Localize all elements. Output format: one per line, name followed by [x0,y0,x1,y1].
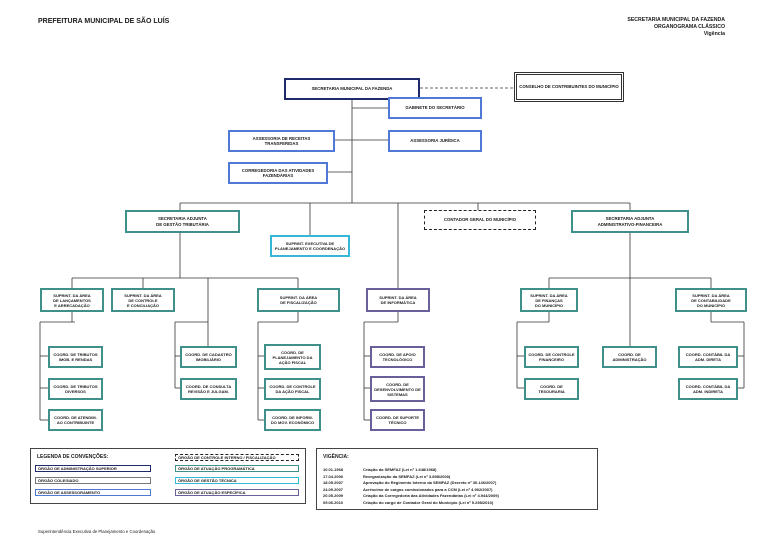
legend-title: LEGENDA DE CONVENÇÕES: [37,454,109,460]
supr-financas-box[interactable]: SUPRINT. DA ÁREA DE FINANÇAS DO MUNICÍPI… [520,288,578,312]
coord-atendim-box[interactable]: COORD. DE ATENDIM. AO CONTRIBUINTE [48,409,103,431]
legend-item-assessoramento: ÓRGÃO DE ASSESSORAMENTO [35,489,151,496]
supr-contabilidade-box[interactable]: SUPRINT. DA ÁREA DE CONTABILIDADE DO MUN… [675,288,747,312]
coord-contabil-direta-box[interactable]: COORD. CONTÁBIL DA ADM. DIRETA [678,346,738,368]
contador-geral-box[interactable]: CONTADOR GERAL DO MUNICÍPIO [424,210,536,230]
coord-tesouraria-box[interactable]: COORD. DE TESOURARIA [524,378,579,400]
coord-contabil-indireta-box[interactable]: COORD. CONTÁBIL DA ADM. INDIRETA [678,378,738,400]
adj-tributaria-box[interactable]: SECRETARIA ADJUNTA DE GESTÃO TRIBUTÁRIA [125,210,240,233]
legend-item-gestao-tecnica: ÓRGÃO DE GESTÃO TÉCNICA [175,477,299,484]
legend-item-colegiado: ÓRGÃO COLEGIADO [35,477,151,484]
supr-planejamento-box[interactable]: SUPRINT. EXECUTIVA DE PLANEJAMENTO E COO… [270,235,350,257]
supr-informatica-box[interactable]: SUPRINT. DA ÁREA DE INFORMÁTICA [366,288,430,312]
coord-planejamento-fiscal-box[interactable]: COORD. DE PLANEJAMENTO DA AÇÃO FISCAL [264,344,321,370]
header-right-line2: ORGANOGRAMA CLÁSSICO [654,24,725,30]
legend-panel: LEGENDA DE CONVENÇÕES: ÓRGÃO DE ADMINIST… [30,448,306,504]
coord-inform-econ-box[interactable]: COORD. DE INFORM. DO MOV. ECONÔMICO [264,409,321,431]
legend-item-controle-interno: ÓRGÃO DE CONTROLE INTERNO / FISCALIZAÇÃO [175,454,299,461]
corregedoria-box[interactable]: CORREGEDORIA DAS ATIVIDADES FAZENDÁRIAS [228,162,328,184]
header-right-line1: SECRETARIA MUNICIPAL DA FAZENDA [627,17,725,23]
supr-fiscalizacao-box[interactable]: SUPRINT. DA ÁREA DE FISCALIZAÇÃO [257,288,340,312]
vigencia-title: VIGÊNCIA: [323,454,349,460]
header-left-title: PREFEITURA MUNICIPAL DE SÃO LUÍS [38,18,170,25]
coord-consulta-box[interactable]: COORD. DE CONSULTA REVISÃO E JULGAM. [180,378,237,400]
secretaria-box[interactable]: SECRETARIA MUNICIPAL DA FAZENDA [284,78,420,100]
supr-controle-box[interactable]: SUPRINT. DA ÁREA DE CONTROLE E CONCILIAÇ… [111,288,175,312]
assessoria-juridica-box[interactable]: ASSESSORIA JURÍDICA [388,130,482,152]
gabinete-box[interactable]: GABINETE DO SECRETÁRIO [388,97,482,119]
assessoria-receitas-box[interactable]: ASSESSORIA DE RECEITAS TRANSFERIDAS [228,130,335,152]
footer-text: Superintendência Executiva de Planejamen… [38,529,156,534]
header-right: SECRETARIA MUNICIPAL DA FAZENDA ORGANOGR… [627,17,725,38]
coord-controle-fiscal-box[interactable]: COORD. DE CONTROLE DA AÇÃO FISCAL [264,378,321,400]
coord-apoio-box[interactable]: COORD. DE APOIO TECNOLÓGICO [370,346,425,368]
coord-tributos-div-box[interactable]: COORD. DE TRIBUTOS DIVERSOS [48,378,103,400]
coord-controle-fin-box[interactable]: COORD. DE CONTROLE FINANCEIRO [524,346,579,368]
header-right-line3: Vigência [703,31,725,37]
coord-administracao-box[interactable]: COORD. DE ADMINISTRAÇÃO [602,346,657,368]
coord-desenvolvimento-box[interactable]: COORD. DE DESENVOLVIMENTO DE SISTEMAS [370,376,425,402]
legend-item-adm-superior: ÓRGÃO DE ADMINISTRAÇÃO SUPERIOR [35,465,151,472]
adj-administrativa-box[interactable]: SECRETARIA ADJUNTA ADMINISTRATIVO-FINANC… [571,210,689,233]
conselho-box[interactable]: CONSELHO DE CONTRIBUINTES DO MUNICÍPIO [514,72,624,102]
coord-cadastro-box[interactable]: COORD. DE CADASTRO IMOBILIÁRIO [180,346,237,368]
legend-item-programatica: ÓRGÃO DE ATUAÇÃO PROGRAMÁTICA [175,465,299,472]
supr-lancamentos-box[interactable]: SUPRINT. DA ÁREA DE LANÇAMENTOS E ARRECA… [40,288,104,312]
legend-item-especifica: ÓRGÃO DE ATUAÇÃO ESPECÍFICA [175,489,299,496]
coord-tributos-imob-box[interactable]: COORD. DE TRIBUTOS IMOB. E RENDAS [48,346,103,368]
coord-suporte-box[interactable]: COORD. DE SUPORTE TÉCNICO [370,409,425,431]
